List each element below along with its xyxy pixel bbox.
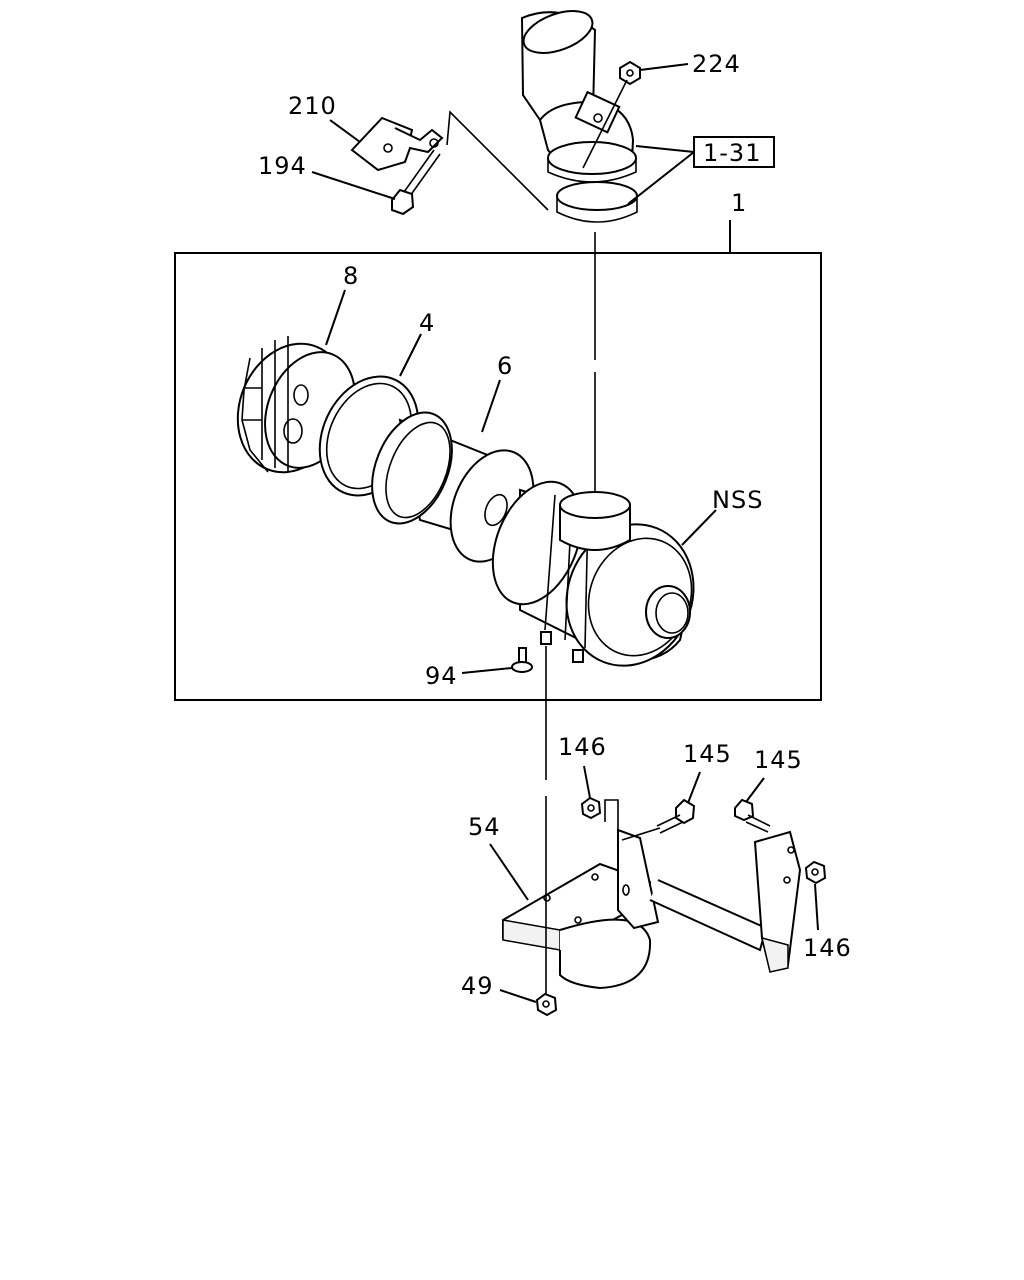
callout-8: 8 <box>343 262 359 290</box>
bolt-194 <box>391 149 441 216</box>
leader-lines-top <box>311 63 731 510</box>
callout-1: 1 <box>731 189 747 217</box>
air-cleaner-housing <box>491 480 695 667</box>
callout-146-left: 146 <box>558 733 607 761</box>
assembly-boundary-box <box>174 252 822 701</box>
callout-94: 94 <box>425 662 458 690</box>
callout-210: 210 <box>288 92 337 120</box>
nut-146-right <box>804 860 827 885</box>
hose-clamp-rings <box>547 141 638 223</box>
callout-194: 194 <box>258 152 307 180</box>
callout-146-right: 146 <box>803 934 852 962</box>
callout-4: 4 <box>419 309 435 337</box>
nut-146-left <box>580 796 602 820</box>
callout-49: 49 <box>461 972 494 1000</box>
nut-49 <box>535 992 558 1017</box>
intake-duct <box>520 10 635 172</box>
callout-nss: NSS <box>712 486 763 514</box>
callout-54: 54 <box>468 813 501 841</box>
bolt-145-left <box>656 798 696 834</box>
leader-lines-bottom <box>489 700 819 1003</box>
bracket-54 <box>502 828 802 990</box>
callout-labels: 224 210 194 1-31 1 8 4 6 NSS 94 146 145 … <box>258 50 852 1000</box>
callout-145-left: 145 <box>683 740 732 768</box>
callout-1-31-box <box>693 136 775 168</box>
callout-145-right: 145 <box>754 746 803 774</box>
callout-224: 224 <box>692 50 741 78</box>
nut-224 <box>619 60 641 86</box>
leader-lines-box <box>325 289 717 700</box>
bolt-94 <box>511 647 533 673</box>
bolt-145-right <box>734 798 771 833</box>
callout-6: 6 <box>497 352 513 380</box>
bracket-210 <box>350 116 444 172</box>
callout-1-31: 1-31 <box>703 139 761 167</box>
